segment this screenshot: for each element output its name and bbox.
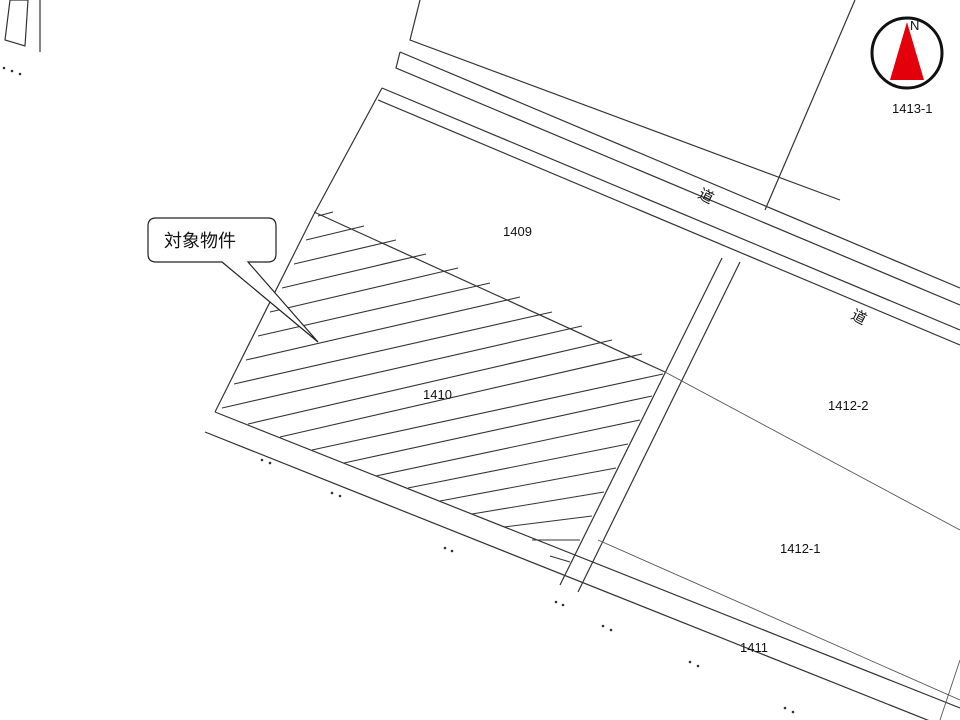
subject-property-hatching	[221, 211, 664, 563]
north-arrow-icon	[890, 22, 924, 80]
parcel-boundary-1410-left	[214, 213, 315, 413]
parcel-boundary-1409	[313, 87, 383, 215]
subject-property-callout: 対象物件	[147, 217, 319, 343]
compass-parcel-label: 1413-1	[892, 101, 932, 116]
parcel-label-1412-2: 1412-2	[828, 398, 868, 413]
parcel-label-1410: 1410	[423, 387, 452, 402]
parcel-boundary-top-right	[764, 0, 856, 211]
parcel-label-1411: 1411	[740, 640, 768, 655]
callout-text: 対象物件	[164, 231, 236, 252]
north-letter: N	[910, 18, 919, 33]
parcel-boundaries-right	[597, 371, 960, 720]
road-vertical	[559, 257, 741, 593]
parcel-label-1412-1: 1412-1	[780, 541, 820, 556]
parcel-label-1409: 1409	[503, 224, 532, 239]
north-compass: N	[870, 16, 944, 90]
parcel-boundary-1409-1410	[313, 211, 666, 373]
road-lower	[204, 411, 960, 720]
survey-dots	[2, 66, 795, 714]
road-label-right: 道	[848, 306, 870, 329]
parcel-boundary-top	[409, 0, 841, 201]
road-upper	[377, 51, 960, 346]
building-outline	[4, 0, 41, 52]
road-label-upper: 道	[695, 185, 717, 208]
